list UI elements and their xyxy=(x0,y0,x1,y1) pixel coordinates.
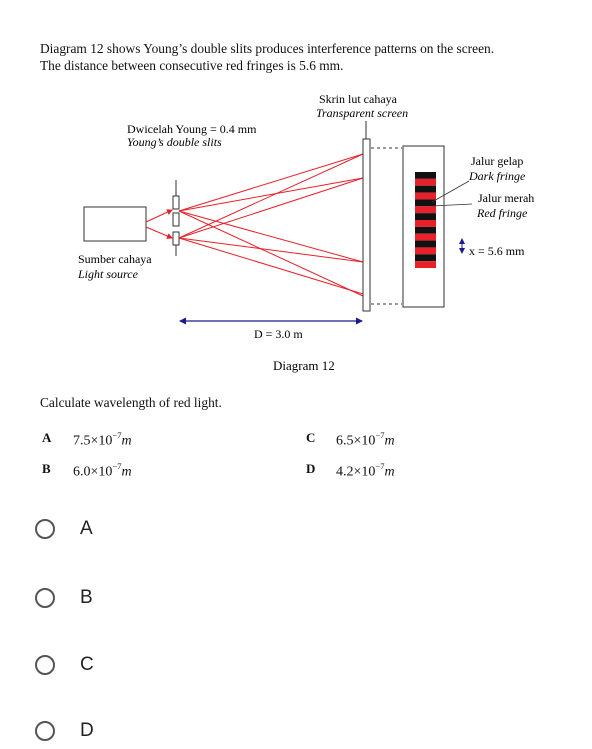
intro-line-1: Diagram 12 shows Young’s double slits pr… xyxy=(40,41,495,56)
dark-fringe xyxy=(415,240,436,248)
dark-fringe xyxy=(415,172,436,179)
option-b-letter: B xyxy=(42,461,51,476)
red-fringe-label-ms: Jalur merah xyxy=(478,191,534,205)
distance-label: D = 3.0 m xyxy=(254,327,303,341)
radio-a-icon[interactable] xyxy=(35,519,55,539)
dark-fringe-label-en: Dark fringe xyxy=(468,169,526,183)
transparent-screen xyxy=(362,138,371,312)
option-c-letter: C xyxy=(306,430,316,445)
interference-rays xyxy=(178,153,364,297)
red-fringe xyxy=(415,233,436,241)
choice-b-label: B xyxy=(80,587,93,608)
intro-line-2: The distance between consecutive red fri… xyxy=(40,58,344,73)
question-intro: Diagram 12 shows Young’s double slits pr… xyxy=(40,40,585,74)
red-fringe xyxy=(415,220,436,227)
slits-label-ms: Dwicelah Young = 0.4 mm xyxy=(127,122,257,136)
choice-a[interactable]: A xyxy=(35,518,93,540)
dark-fringe xyxy=(415,185,436,193)
dark-fringe xyxy=(415,199,436,207)
source-label-ms: Sumber cahaya xyxy=(78,252,152,266)
incident-rays xyxy=(145,209,173,239)
choice-d-label: D xyxy=(80,720,94,741)
choice-c[interactable]: C xyxy=(35,654,94,676)
fringe-spacing-label: x = 5.6 mm xyxy=(469,244,525,258)
red-fringe xyxy=(415,247,436,255)
light-source-box xyxy=(83,206,147,242)
red-fringe xyxy=(415,178,436,186)
red-fringe-label-en: Red fringe xyxy=(476,206,528,220)
radio-b-icon[interactable] xyxy=(35,588,55,608)
screen-label-en: Transparent screen xyxy=(316,106,408,120)
option-d-value: 4.2×10−7m xyxy=(336,461,395,480)
option-a-value: 7.5×10−7m xyxy=(73,430,132,449)
red-fringe xyxy=(415,206,436,214)
screen-label-ms: Skrin lut cahaya xyxy=(319,92,398,106)
source-label-en: Light source xyxy=(77,267,139,281)
choice-c-label: C xyxy=(80,654,94,675)
dark-fringe-label-ms: Jalur gelap xyxy=(471,154,523,168)
choice-b[interactable]: B xyxy=(35,587,93,609)
dark-fringe xyxy=(415,226,436,234)
dark-fringe xyxy=(415,213,436,220)
choice-d[interactable]: D xyxy=(35,720,94,742)
dark-fringe xyxy=(415,254,436,262)
red-fringe xyxy=(415,261,436,268)
option-a-letter: A xyxy=(42,430,52,445)
diagram-caption: Diagram 12 xyxy=(273,358,335,373)
red-fringe xyxy=(415,192,436,200)
option-b-value: 6.0×10−7m xyxy=(73,461,132,480)
double-slit-barrier xyxy=(172,180,180,256)
radio-d-icon[interactable] xyxy=(35,721,55,741)
question-prompt: Calculate wavelength of red light. xyxy=(40,395,222,410)
option-c-value: 6.5×10−7m xyxy=(336,430,395,449)
option-d-letter: D xyxy=(306,461,316,476)
fringe-bands xyxy=(415,172,436,268)
choice-a-label: A xyxy=(80,518,93,539)
radio-c-icon[interactable] xyxy=(35,655,55,675)
slits-label-en: Young’s double slits xyxy=(127,135,222,149)
diagram-12: Skrin lut cahaya Transparent screen Dwic… xyxy=(77,92,534,373)
